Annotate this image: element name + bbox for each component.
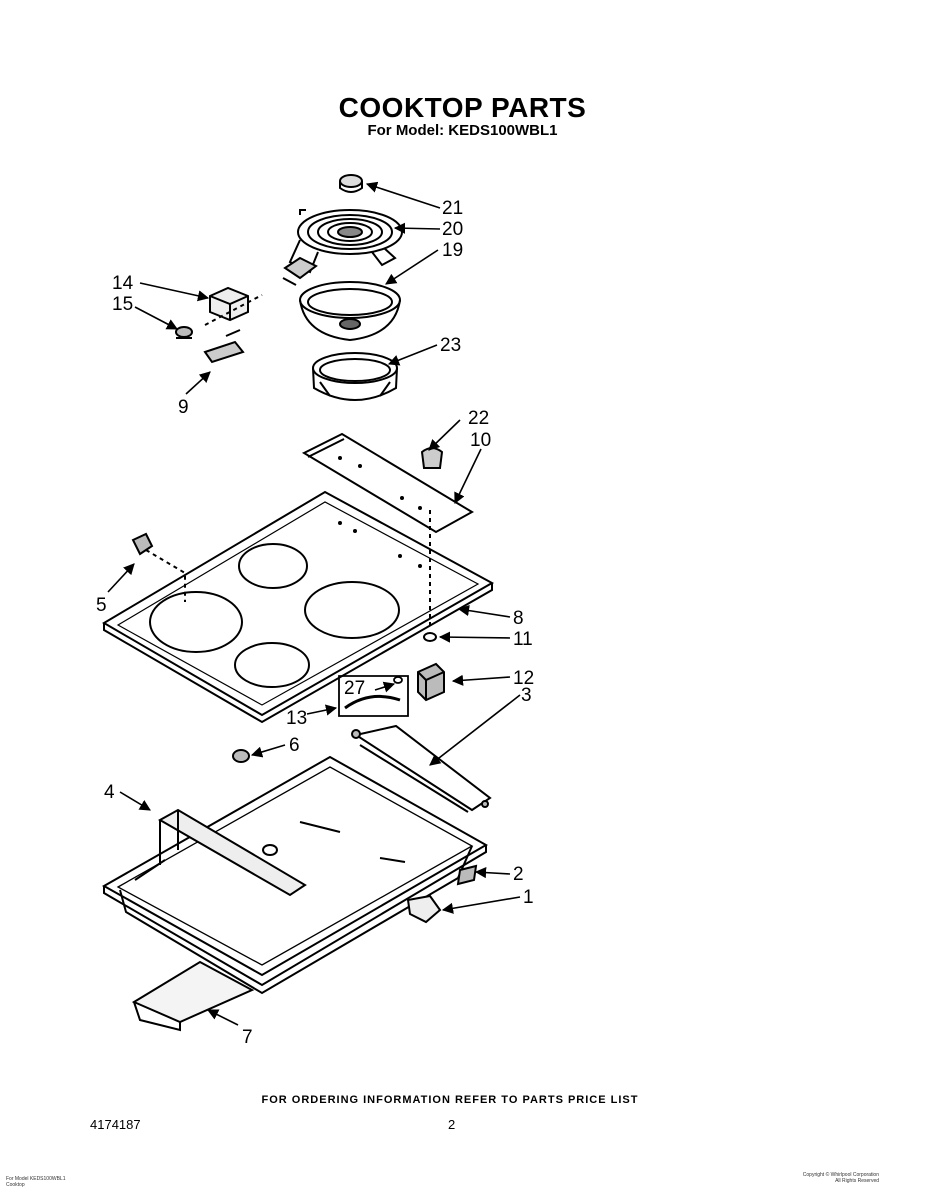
callout-5: 5: [96, 595, 107, 616]
copyright-line-2: All Rights Reserved: [835, 1178, 879, 1184]
fine-print-left-line-1: For Model KEDS100WBL1: [6, 1176, 66, 1182]
callout-11: 11: [513, 629, 533, 650]
callout-9: 9: [178, 397, 189, 418]
callout-10: 10: [470, 430, 491, 451]
callout-4: 4: [104, 782, 115, 803]
fine-print-left: For Model KEDS100WBL1 Cooktop: [6, 1176, 65, 1188]
callout-27: 27: [344, 678, 365, 699]
callout-8: 8: [513, 608, 524, 629]
callout-19: 19: [442, 240, 463, 261]
receptacle-screw: [175, 326, 193, 339]
burner-box: [101, 755, 489, 995]
callout-22: 22: [468, 408, 489, 429]
element-receptacle: [203, 329, 245, 364]
box-support-bracket: [456, 864, 478, 886]
cooktop-end-cap: [131, 532, 186, 602]
terminal-block-tab: [420, 447, 444, 469]
model-subtitle: For Model: KEDS100WBL1: [367, 122, 558, 139]
element-support-ring: [312, 352, 398, 401]
ordering-info-note: FOR ORDERING INFORMATION REFER TO PARTS …: [261, 1094, 639, 1106]
callout-23: 23: [440, 335, 461, 356]
page-number: 2: [448, 1117, 456, 1132]
mounting-bracket-bottom: [131, 960, 255, 1032]
callout-15: 15: [112, 294, 133, 315]
drip-bowl: [299, 281, 401, 342]
control-panel-bracket: [351, 724, 492, 813]
mounting-bracket-right: [406, 894, 442, 924]
nut: [232, 749, 250, 763]
document-number: 4174187: [90, 1117, 141, 1132]
callout-14: 14: [112, 273, 134, 294]
page-title: COOKTOP PARTS: [338, 92, 587, 123]
callout-7: 7: [242, 1027, 253, 1048]
callout-20: 20: [442, 219, 463, 240]
callout-2: 2: [513, 864, 524, 885]
cooktop-trim-rear: [301, 432, 474, 534]
callout-12: 12: [513, 668, 534, 689]
fine-print-left-line-2: Cooktop: [6, 1182, 25, 1188]
infinite-switch: [417, 662, 445, 702]
copyright-fine-print: Copyright © Whirlpool Corporation All Ri…: [803, 1172, 879, 1184]
callout-21: 21: [442, 198, 463, 219]
wiring-harness-box: [338, 675, 409, 717]
callout-13: 13: [286, 708, 307, 729]
callout-6: 6: [289, 735, 300, 756]
cooktop-main-top: [102, 490, 495, 724]
callout-1: 1: [523, 887, 534, 908]
terminal-block: [282, 256, 318, 286]
wire-clip-bracket: [157, 808, 307, 897]
copyright-line-1: Copyright © Whirlpool Corporation: [802, 1172, 879, 1178]
callout-3: 3: [521, 685, 532, 706]
surface-unit-knob: [339, 174, 363, 193]
grommet: [423, 510, 437, 642]
receptacle-bracket: [204, 286, 263, 326]
